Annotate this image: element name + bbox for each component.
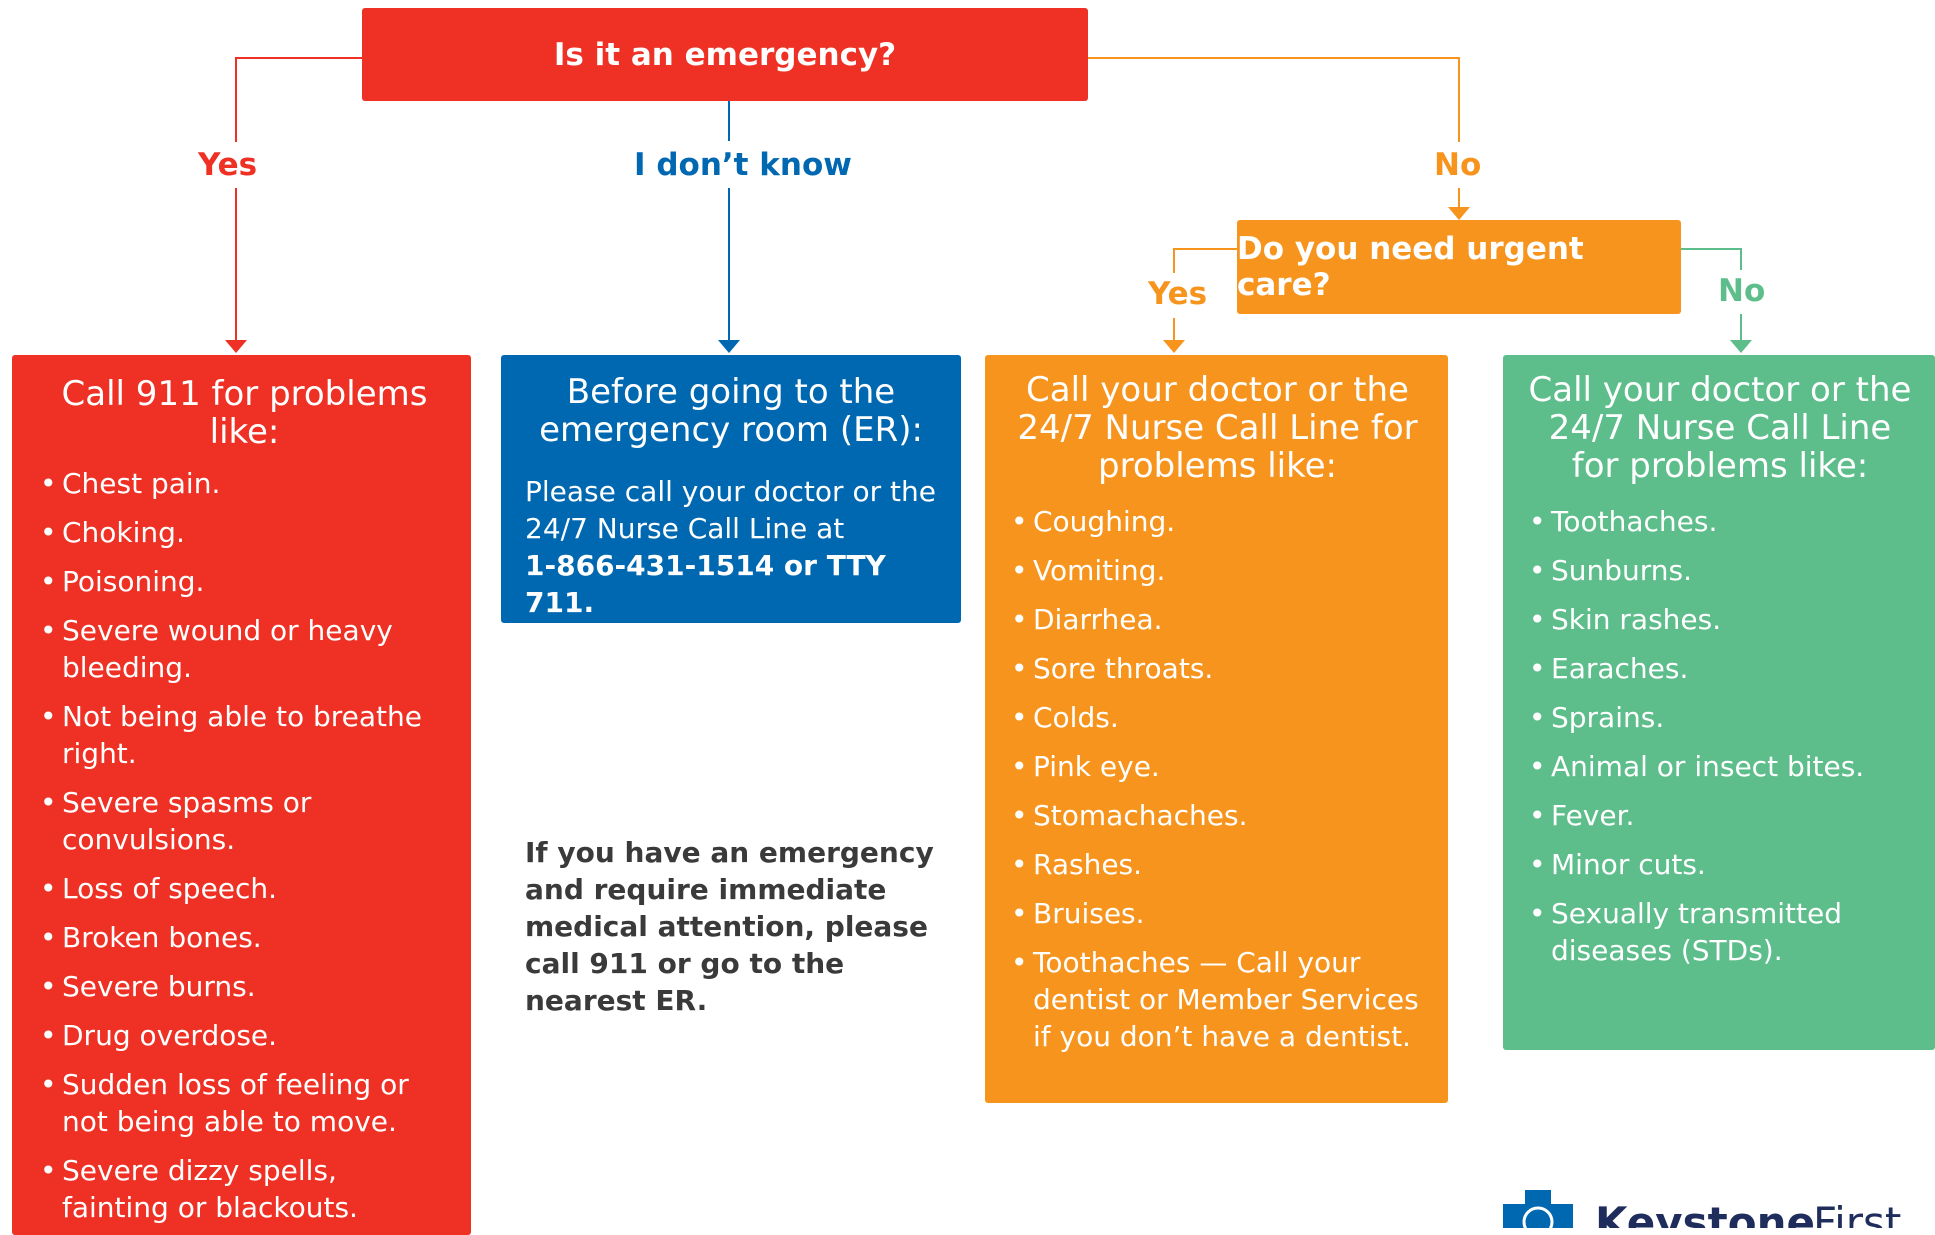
non-urgent-title: Call your doctor or the 24/7 Nurse Call … bbox=[1528, 370, 1912, 486]
connector-urgent-yes-h bbox=[1173, 248, 1238, 250]
arrow-no bbox=[1448, 207, 1470, 220]
branch-label-dont-know: I don’t know bbox=[634, 147, 852, 183]
list-item: Fever. bbox=[1527, 797, 1913, 834]
connector-dontknow-v2 bbox=[728, 188, 730, 345]
call-911-list: Chest pain. Choking. Poisoning. Severe w… bbox=[38, 465, 451, 1226]
emergency-question-text: Is it an emergency? bbox=[553, 36, 897, 73]
emergency-question-box: Is it an emergency? bbox=[362, 8, 1088, 101]
list-item: Severe wound or heavy bleeding. bbox=[38, 612, 451, 686]
list-item: Sunburns. bbox=[1527, 552, 1913, 589]
list-item: Drug overdose. bbox=[38, 1017, 451, 1054]
connector-urgent-yes-v1 bbox=[1173, 248, 1175, 273]
list-item: Skin rashes. bbox=[1527, 601, 1913, 638]
list-item: Chest pain. bbox=[38, 465, 451, 502]
connector-yes-v1 bbox=[235, 57, 237, 142]
before-er-body-text: Please call your doctor or the 24/7 Nurs… bbox=[525, 475, 936, 545]
branch-label-urgent-no: No bbox=[1718, 273, 1766, 309]
before-er-title: Before going to the emergency room (ER): bbox=[539, 372, 923, 450]
connector-yes-h bbox=[235, 57, 363, 59]
list-item: Diarrhea. bbox=[1009, 601, 1426, 638]
blue-cross-icon bbox=[1503, 1190, 1573, 1228]
list-item: Broken bones. bbox=[38, 919, 451, 956]
urgent-care-question-box: Do you need urgent care? bbox=[1237, 220, 1681, 314]
connector-urgent-no-v2 bbox=[1740, 314, 1742, 343]
arrow-urgent-yes bbox=[1163, 340, 1185, 353]
arrow-yes bbox=[225, 340, 247, 353]
list-item: Pink eye. bbox=[1009, 748, 1426, 785]
list-item: Stomachaches. bbox=[1009, 797, 1426, 834]
branch-label-yes: Yes bbox=[198, 147, 258, 183]
call-911-panel: Call 911 for problems like: Chest pain. … bbox=[12, 355, 471, 1235]
urgent-care-list: Coughing. Vomiting. Diarrhea. Sore throa… bbox=[1009, 503, 1426, 1055]
list-item: Bruises. bbox=[1009, 895, 1426, 932]
list-item: Toothaches. bbox=[1527, 503, 1913, 540]
nurse-line-phone: 1-866-431-1514 or TTY 711. bbox=[525, 549, 886, 619]
list-item: Toothaches — Call your dentist or Member… bbox=[1009, 944, 1426, 1055]
list-item: Sore throats. bbox=[1009, 650, 1426, 687]
non-urgent-list: Toothaches. Sunburns. Skin rashes. Earac… bbox=[1527, 503, 1913, 969]
connector-dontknow-v1 bbox=[728, 101, 730, 141]
urgent-care-panel: Call your doctor or the 24/7 Nurse Call … bbox=[985, 355, 1448, 1103]
list-item: Sudden loss of feeling or not being able… bbox=[38, 1066, 451, 1140]
before-er-panel: Before going to the emergency room (ER):… bbox=[501, 355, 961, 623]
branch-label-urgent-yes: Yes bbox=[1148, 276, 1208, 312]
non-urgent-panel: Call your doctor or the 24/7 Nurse Call … bbox=[1503, 355, 1935, 1050]
connector-urgent-yes-v2 bbox=[1173, 318, 1175, 343]
urgent-care-question-text: Do you need urgent care? bbox=[1237, 231, 1584, 303]
connector-yes-v2 bbox=[235, 188, 237, 345]
list-item: Rashes. bbox=[1009, 846, 1426, 883]
list-item: Not being able to breathe right. bbox=[38, 698, 451, 772]
list-item: Severe spasms or convulsions. bbox=[38, 784, 451, 858]
list-item: Severe burns. bbox=[38, 968, 451, 1005]
list-item: Minor cuts. bbox=[1527, 846, 1913, 883]
list-item: Loss of speech. bbox=[38, 870, 451, 907]
list-item: Coughing. bbox=[1009, 503, 1426, 540]
keystone-first-logo: Keystone First bbox=[1503, 1190, 1935, 1228]
connector-urgent-no-v1 bbox=[1740, 248, 1742, 270]
logo-name-light: First bbox=[1813, 1198, 1902, 1228]
call-911-title: Call 911 for problems like: bbox=[61, 374, 428, 452]
connector-no-v1 bbox=[1458, 57, 1460, 142]
list-item: Choking. bbox=[38, 514, 451, 551]
connector-urgent-no-h bbox=[1681, 248, 1742, 250]
connector-no-h bbox=[1088, 57, 1460, 59]
branch-label-no: No bbox=[1434, 147, 1482, 183]
list-item: Animal or insect bites. bbox=[1527, 748, 1913, 785]
logo-name-bold: Keystone bbox=[1595, 1198, 1815, 1228]
arrow-urgent-no bbox=[1730, 340, 1752, 353]
list-item: Sexually transmitted diseases (STDs). bbox=[1527, 895, 1913, 969]
connector-no-v2 bbox=[1458, 188, 1460, 210]
list-item: Colds. bbox=[1009, 699, 1426, 736]
before-er-body: Please call your doctor or the 24/7 Nurs… bbox=[525, 473, 937, 621]
list-item: Earaches. bbox=[1527, 650, 1913, 687]
list-item: Vomiting. bbox=[1009, 552, 1426, 589]
urgent-care-title: Call your doctor or the 24/7 Nurse Call … bbox=[1017, 370, 1418, 486]
list-item: Poisoning. bbox=[38, 563, 451, 600]
arrow-dontknow bbox=[718, 340, 740, 353]
emergency-note: If you have an emergency and require imm… bbox=[525, 836, 934, 1017]
list-item: Sprains. bbox=[1527, 699, 1913, 736]
list-item: Severe dizzy spells, fainting or blackou… bbox=[38, 1152, 451, 1226]
